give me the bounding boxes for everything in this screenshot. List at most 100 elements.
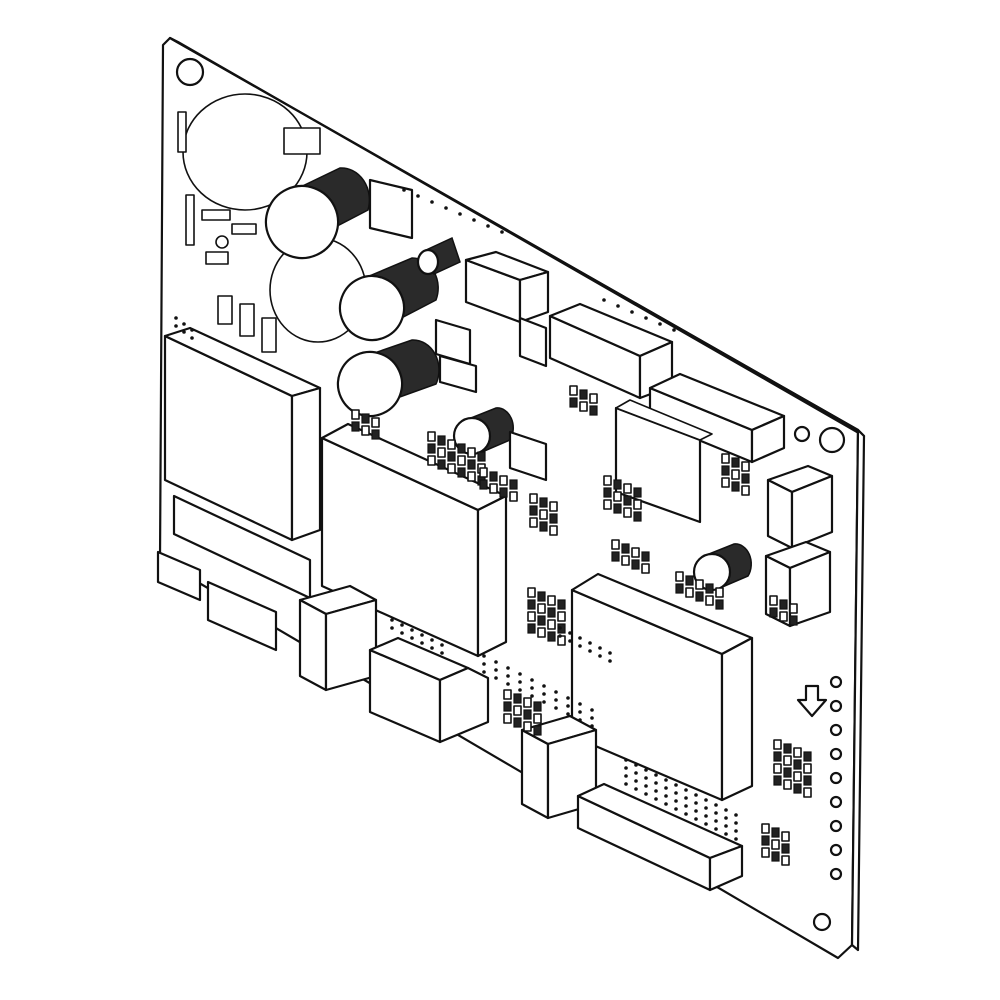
via-dot — [590, 724, 594, 728]
smd-part — [499, 475, 508, 486]
smd-part — [371, 429, 380, 440]
smd-res-3 — [205, 251, 229, 265]
smd-part — [477, 451, 486, 462]
via-dot — [734, 821, 738, 825]
via-dot — [664, 802, 668, 806]
capacitor-1-cap — [264, 184, 340, 260]
smd-part — [623, 483, 632, 494]
via-dot — [624, 758, 628, 762]
via-dot — [724, 824, 728, 828]
smd-part — [623, 495, 632, 506]
smd-part — [457, 467, 466, 478]
relay-1-side — [518, 270, 550, 324]
capacitor-2 — [338, 257, 439, 342]
via-dot — [190, 336, 194, 340]
board-right-edge — [850, 428, 866, 952]
capacitor-2-cap — [338, 274, 406, 342]
via-1 — [215, 235, 229, 249]
mount-hole-bottom-right — [812, 912, 832, 932]
arrow-down-icon — [796, 684, 828, 718]
via-dot — [542, 692, 546, 696]
smd-part — [779, 599, 788, 610]
via-dot — [694, 809, 698, 813]
via-dot — [482, 662, 486, 666]
via-dot — [182, 322, 186, 326]
smd-part — [427, 431, 436, 442]
via-dot — [190, 328, 194, 332]
via-dot — [616, 304, 620, 308]
via-dot — [672, 328, 676, 332]
smd-part — [761, 835, 770, 846]
transformers — [163, 326, 754, 802]
knurled-capacitors — [264, 167, 752, 592]
smd-tall-2 — [239, 303, 255, 337]
smd-part — [721, 453, 730, 464]
via-dot — [506, 674, 510, 678]
smd-part — [361, 425, 370, 436]
via-dot — [568, 639, 572, 643]
via-dot — [664, 786, 668, 790]
via-dot — [714, 819, 718, 823]
smd-part — [773, 775, 782, 786]
smd-part — [771, 827, 780, 838]
via-dot — [518, 672, 522, 676]
capacitor-small — [416, 236, 461, 276]
upper-right-connectors — [548, 302, 786, 464]
via-dot — [684, 804, 688, 808]
via-dot — [590, 716, 594, 720]
via-dot — [644, 784, 648, 788]
via-dot — [486, 224, 490, 228]
via-dot — [494, 668, 498, 672]
smd-part — [539, 521, 548, 532]
transformer-1-side — [290, 386, 322, 542]
smd-part — [503, 689, 512, 700]
smd-strip-1 — [177, 111, 187, 153]
smd-part — [731, 469, 740, 480]
smd-part — [539, 497, 548, 508]
smd-part — [351, 421, 360, 432]
box-r1-side — [790, 474, 834, 550]
smd-part — [533, 725, 542, 736]
smd-part — [437, 435, 446, 446]
via-dot — [416, 194, 420, 198]
via-dot — [694, 793, 698, 797]
smd-part — [547, 595, 556, 606]
smd-part — [557, 611, 566, 622]
smd-part — [685, 587, 694, 598]
smd-part — [705, 583, 714, 594]
smd-part — [503, 713, 512, 724]
smd-part — [537, 591, 546, 602]
smd-tall-3 — [261, 317, 277, 353]
via-dot — [578, 702, 582, 706]
via-dot — [400, 631, 404, 635]
box-5 — [518, 316, 548, 368]
mount-hole-top-right — [818, 426, 846, 454]
via-dot — [578, 636, 582, 640]
via-dot — [608, 651, 612, 655]
smd-part — [533, 701, 542, 712]
smd-part — [447, 439, 456, 450]
smd-part — [793, 747, 802, 758]
smd-part — [529, 493, 538, 504]
via-dot — [530, 686, 534, 690]
via-dot — [694, 817, 698, 821]
smd-part — [789, 615, 798, 626]
smd-part — [603, 487, 612, 498]
smd-block-1 — [283, 127, 321, 155]
via-dot — [714, 827, 718, 831]
smd-part — [715, 587, 724, 598]
smd-part — [621, 555, 630, 566]
smd-part — [509, 491, 518, 502]
smd-part — [503, 701, 512, 712]
via-dot — [644, 776, 648, 780]
smd-part — [603, 499, 612, 510]
via-dot — [430, 646, 434, 650]
smd-part — [803, 763, 812, 774]
smd-part — [361, 413, 370, 424]
via-dot — [734, 829, 738, 833]
via-dot — [410, 628, 414, 632]
smd-part — [547, 631, 556, 642]
smd-part — [613, 479, 622, 490]
via-dot — [506, 666, 510, 670]
smd-part — [675, 571, 684, 582]
